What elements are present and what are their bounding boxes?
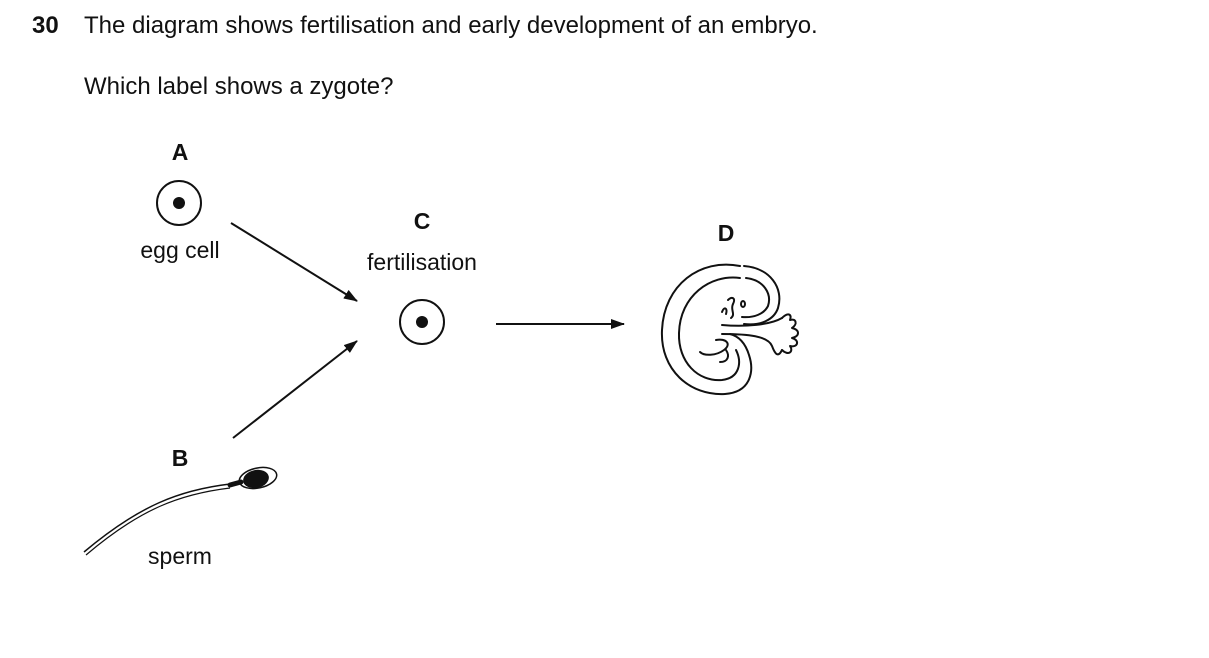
label-letter-d: D [718, 220, 735, 246]
question-prompt: Which label shows a zygote? [84, 73, 394, 100]
question-text: The diagram shows fertilisation and earl… [84, 12, 818, 39]
label-letter-b: B [172, 445, 189, 471]
egg-cell-label: egg cell [140, 237, 219, 263]
label-letter-c: C [414, 208, 431, 234]
zygote-cell-icon [399, 299, 445, 345]
label-letter-a: A [172, 139, 189, 165]
sperm-label: sperm [148, 543, 212, 569]
embryo-icon [660, 263, 799, 396]
egg-cell-icon [156, 180, 202, 226]
arrow-egg-to-fertilisation [230, 222, 358, 302]
arrow-sperm-to-fertilisation [232, 340, 358, 439]
sperm-icon [83, 466, 278, 556]
fertilisation-label: fertilisation [367, 249, 477, 275]
question-number: 30 [32, 12, 59, 39]
